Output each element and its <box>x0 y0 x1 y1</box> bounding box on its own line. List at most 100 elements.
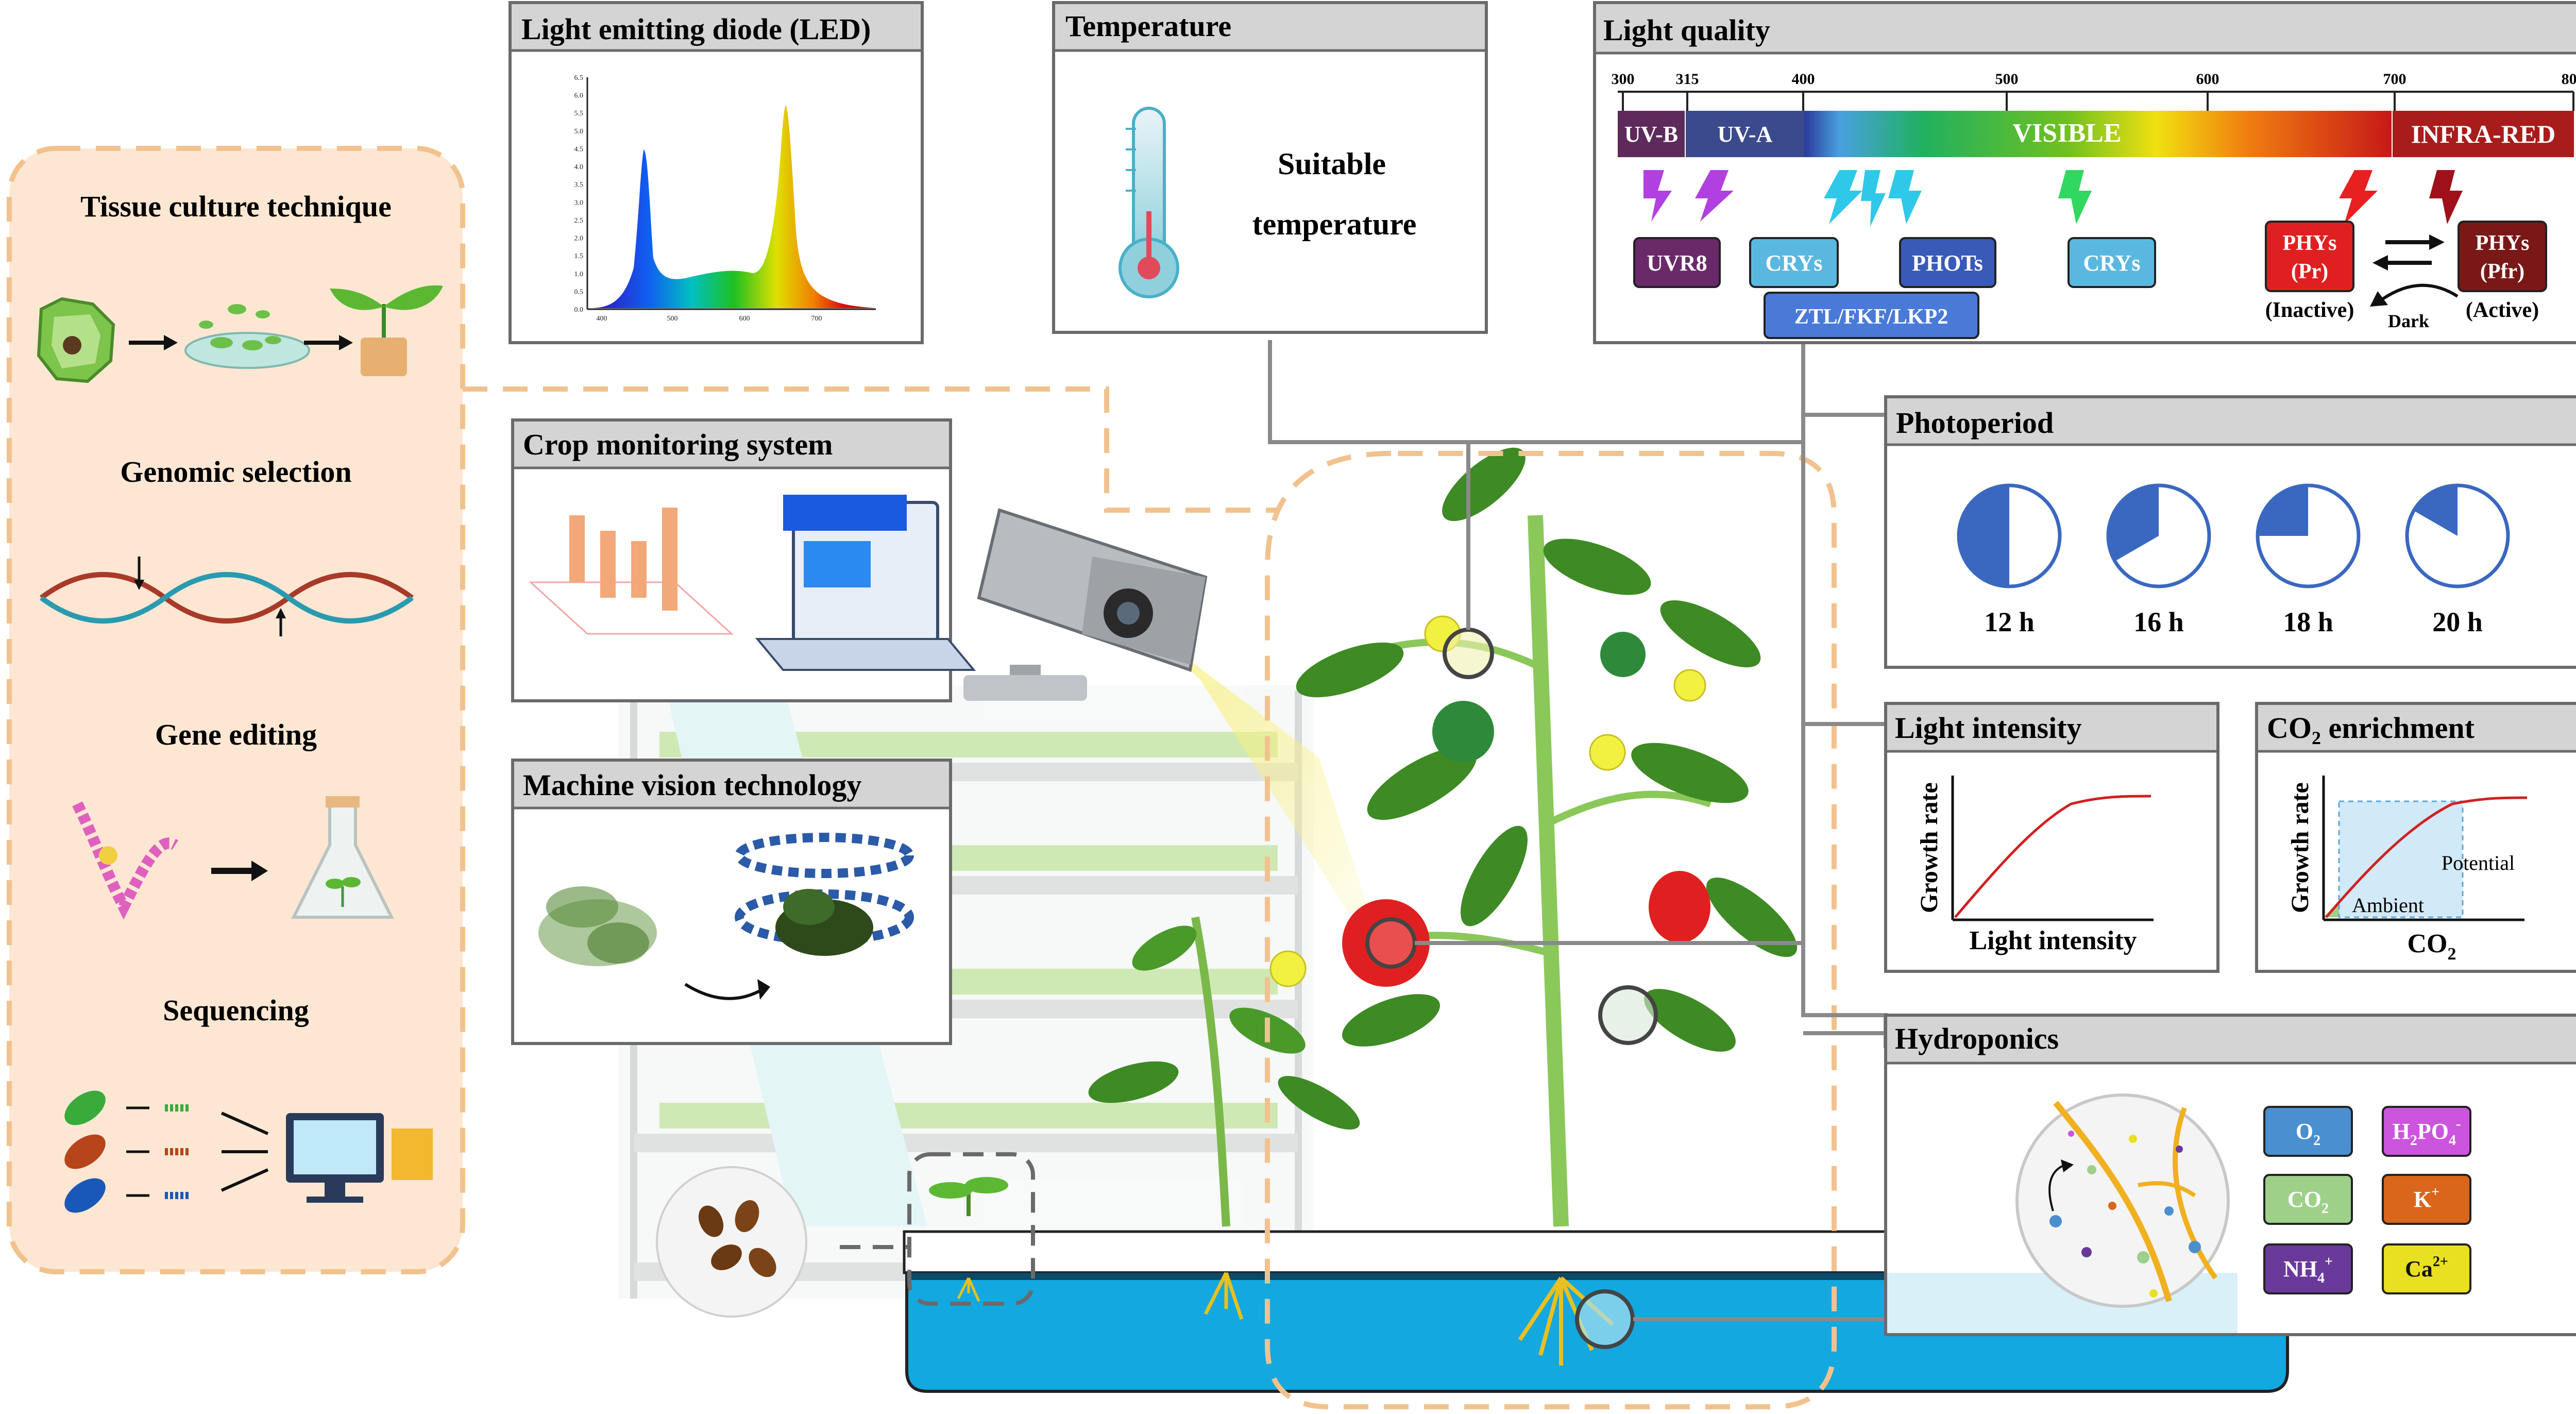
led-ytick: 6.5 <box>574 74 584 82</box>
led-emission-curve <box>592 106 876 308</box>
led-title: Light emitting diode (LED) <box>521 12 871 46</box>
led-ytick: 3.0 <box>574 199 584 207</box>
crys-box <box>1749 237 1839 288</box>
photoperiod-title: Photoperiod <box>1896 406 2054 440</box>
nutrient-swatch <box>2263 1174 2353 1225</box>
inactive-label: (Inactive) <box>2265 298 2354 322</box>
led-xtick: 700 <box>811 315 822 323</box>
photoperiod-label: 16 h <box>2133 607 2184 637</box>
spectrum-bar: UV-B UV-A VISIBLE INFRA-RED <box>1618 111 2574 157</box>
temperature-title: Temperature <box>1065 9 1231 43</box>
machine-vision-title: Machine vision technology <box>523 768 861 802</box>
phys-pr-sublabel: (Pr) <box>2291 260 2328 283</box>
nutrient-box: NH4+ <box>2263 1243 2353 1294</box>
left-breeding-panel: Tissue culture technique Genomic selecti… <box>7 146 465 1274</box>
uvr8-label: UVR8 <box>1647 250 1707 276</box>
light-intensity-xlabel: Light intensity <box>1969 926 2137 955</box>
led-panel: Light emitting diode (LED) 6.5 6.0 5.5 5.0 4… <box>509 1 924 344</box>
led-ytick: 2.5 <box>574 217 584 225</box>
uvb-band <box>1618 111 1685 157</box>
wavelength-tick: 700 <box>2383 71 2406 88</box>
led-ytick: 5.5 <box>574 110 584 117</box>
photoperiod-panel: Photoperiod 12 h 16 h 18 h 20 h <box>1884 395 2576 669</box>
fruit-zoom-marker <box>1365 917 1417 969</box>
temperature-line1: Suitable <box>1278 147 1386 181</box>
computer-dashboard-icon <box>755 495 976 671</box>
nutrient-swatch <box>2263 1243 2353 1294</box>
gene-editing-label: Gene editing <box>155 718 317 751</box>
light-quality-title: Light quality <box>1603 13 1770 47</box>
plant-cell-icon <box>37 297 115 383</box>
seedling-highlight <box>907 1152 1035 1306</box>
co2-panel: CO2 enrichment Growth rate Potential Amb… <box>2255 702 2576 973</box>
visible-label: VISIBLE <box>2013 119 2122 148</box>
root-zoom-marker <box>1575 1289 1635 1349</box>
led-ytick: 4.5 <box>574 145 584 153</box>
seeds-icon <box>656 1166 807 1318</box>
ambient-label: Ambient <box>2352 894 2424 917</box>
uvb-label: UV-B <box>1624 122 1678 147</box>
nutrient-label: K+ <box>2414 1184 2439 1212</box>
phys-pfr-label: PHYs <box>2476 231 2530 255</box>
machine-vision-panel: Machine vision technology <box>511 759 952 1045</box>
temperature-panel: Temperature Suitable temperature <box>1052 1 1488 334</box>
potential-label: Potential <box>2442 851 2515 874</box>
light-intensity-title: Light intensity <box>1895 711 2082 745</box>
crop-monitoring-title: Crop monitoring system <box>523 428 833 461</box>
seedling-pot-icon <box>330 285 443 376</box>
infrared-label: INFRA-RED <box>2411 120 2556 148</box>
photoperiod-clock: 16 h <box>2106 483 2211 637</box>
camera-icon <box>963 508 1391 979</box>
crispr-icon <box>72 801 179 920</box>
3d-scan-icon <box>684 833 914 1000</box>
phots-box <box>1899 237 1996 288</box>
potential-region <box>2339 801 2463 917</box>
nutrient-label: H2PO4- <box>2393 1116 2461 1149</box>
sequencing-label: Sequencing <box>163 994 309 1027</box>
nutrient-label: O2 <box>2296 1119 2320 1149</box>
crys-box-2 <box>2067 237 2156 288</box>
led-ytick: 5.0 <box>574 128 584 136</box>
phys-pfr-sublabel: (Pfr) <box>2480 260 2524 283</box>
active-label: (Active) <box>2466 298 2539 322</box>
co2-title: CO2 enrichment <box>2267 711 2475 748</box>
clock-dark-wedge <box>1959 485 2009 586</box>
receptor-boxes: UVR8 CRYs PHOTs ZTL/FKF/LKP2 CRYs PHYs (… <box>1633 221 2547 339</box>
young-tomato-plant <box>1088 916 1360 1320</box>
led-ytick: 1.5 <box>574 252 584 260</box>
infrared-band <box>2393 111 2574 157</box>
lightning-icons <box>1643 170 2463 227</box>
flask-icon <box>291 796 394 919</box>
nutrient-box: K+ <box>2382 1174 2471 1225</box>
clock-dark-wedge <box>2258 485 2308 536</box>
nutrient-label: Ca2+ <box>2405 1254 2448 1282</box>
ztl-label: ZTL/FKF/LKP2 <box>1794 305 1948 329</box>
bar-chart-icon <box>529 508 734 635</box>
nutrient-box: O2 <box>2263 1106 2353 1157</box>
led-xtick: 400 <box>597 315 607 323</box>
left-panel-connector <box>463 386 1278 513</box>
phys-pr-label: PHYs <box>2283 231 2337 255</box>
nutrient-label: NH4+ <box>2283 1254 2333 1286</box>
wavelength-tick: 500 <box>1995 71 2019 88</box>
phys-pr-box <box>2265 221 2354 292</box>
photoperiod-label: 12 h <box>1984 607 2035 637</box>
tissue-culture-label: Tissue culture technique <box>80 190 392 223</box>
photoperiod-label: 18 h <box>2283 607 2333 637</box>
uva-label: UV-A <box>1718 122 1773 147</box>
petri-dish-icon <box>184 304 310 369</box>
dark-label: Dark <box>2388 311 2429 331</box>
sequencing-icon <box>64 1090 433 1213</box>
led-ytick: 6.0 <box>574 92 584 100</box>
led-ytick: 0.0 <box>574 306 584 314</box>
nutrient-swatch <box>2382 1106 2471 1157</box>
wavelength-tick: 300 <box>1612 71 1635 88</box>
crop-monitoring-panel: Crop monitoring system <box>511 418 976 702</box>
nutrient-swatch <box>2382 1174 2471 1225</box>
nutrient-box: Ca2+ <box>2382 1243 2471 1294</box>
tomato-plant <box>1269 447 1798 1366</box>
photoperiod-label: 20 h <box>2432 607 2483 637</box>
nutrient-swatch <box>2263 1106 2353 1157</box>
leaf-zoom-marker <box>1598 985 1658 1045</box>
